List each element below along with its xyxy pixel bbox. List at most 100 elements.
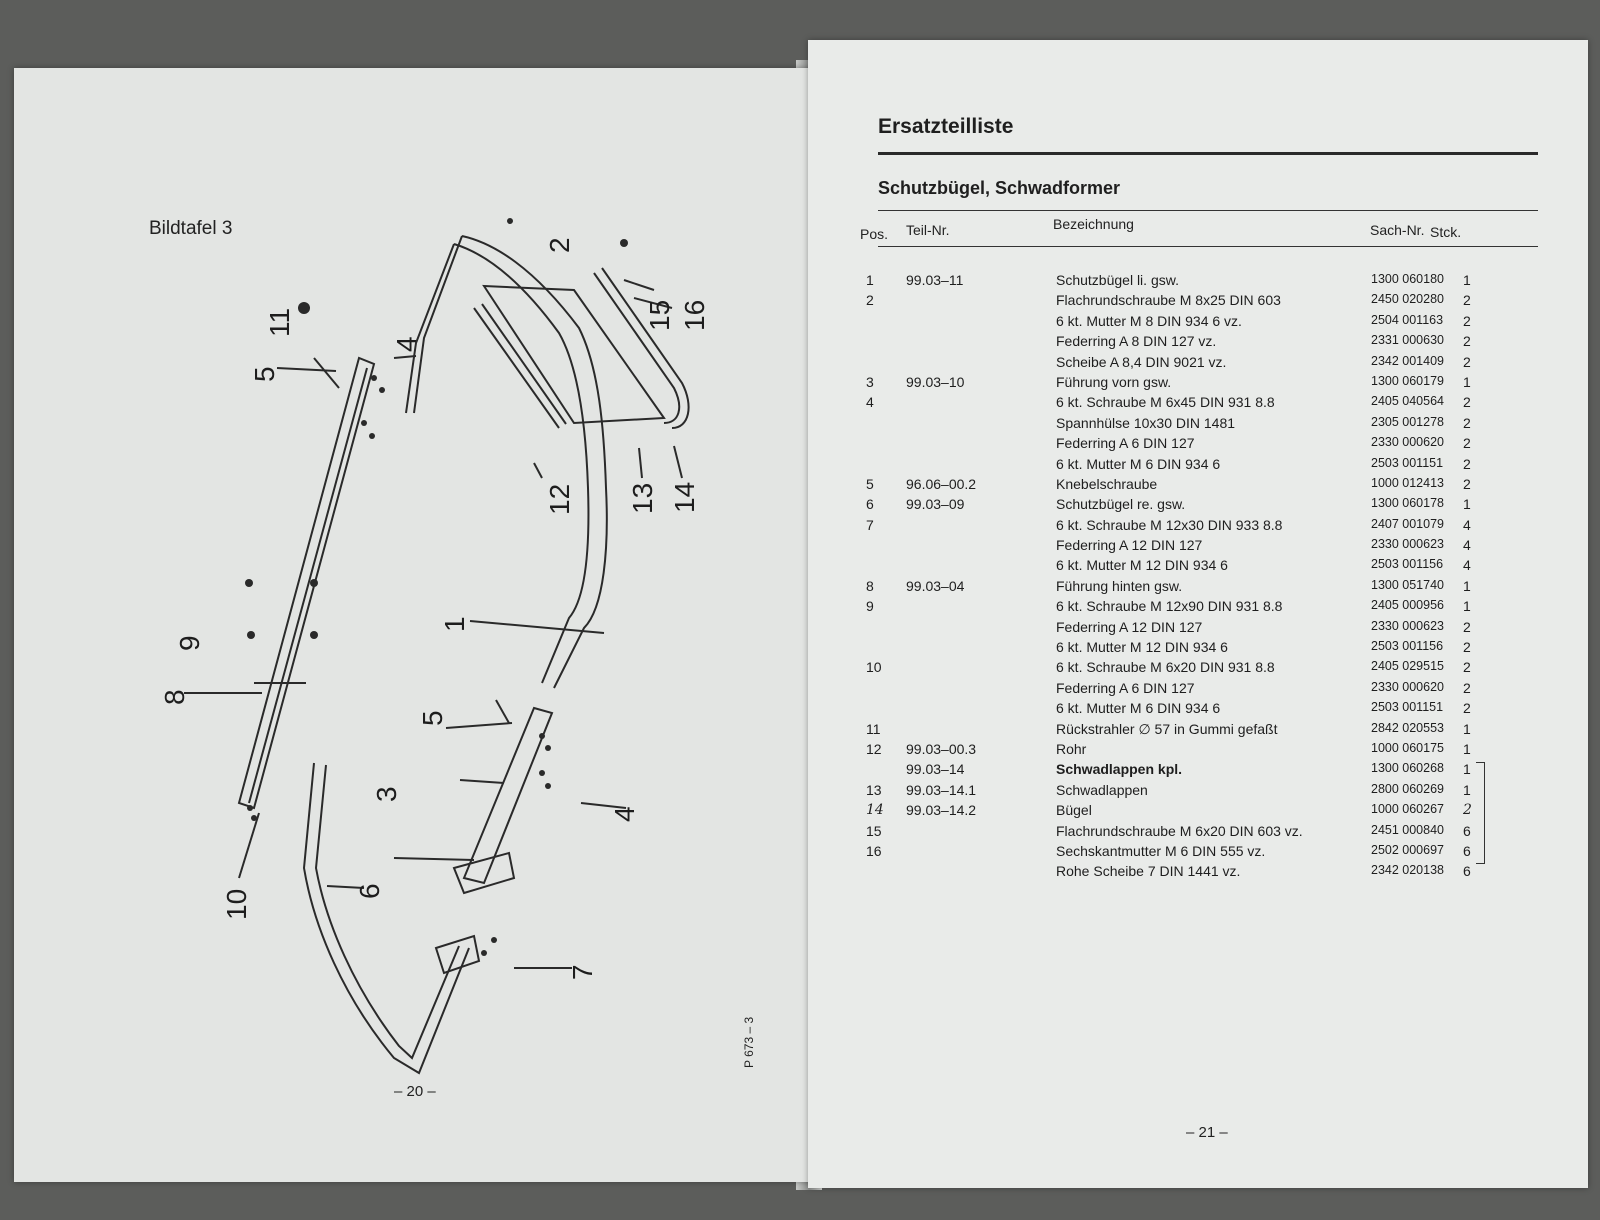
row-bezeichnung: Schutzbügel re. gsw.	[1056, 496, 1186, 513]
row-stck: 4	[1463, 557, 1471, 574]
row-sach-nr: 1300 060268	[1371, 761, 1444, 776]
row-bezeichnung: Spannhülse 10x30 DIN 1481	[1056, 414, 1236, 431]
row-stck: 2	[1463, 414, 1471, 431]
row-bezeichnung: Knebelschraube	[1056, 475, 1158, 492]
row-stck: 1	[1463, 761, 1471, 778]
row-sach-nr: 2503 001156	[1371, 557, 1444, 572]
part-8-rail	[237, 356, 376, 810]
row-sach-nr: 2503 001151	[1371, 700, 1444, 715]
col-header-bezeichnung: Bezeichnung	[1053, 216, 1134, 232]
row-stck: 2	[1463, 679, 1471, 696]
row-pos: 10	[866, 659, 882, 676]
row-teil-nr: 99.03–14.1	[906, 781, 977, 798]
row-sach-nr: 1300 060180	[1371, 272, 1444, 286]
part-5-knob-bolt	[313, 357, 340, 389]
row-teil-nr: 99.03–14	[906, 761, 965, 778]
page-number-right: – 21 –	[1186, 1124, 1228, 1141]
row-stck: 2	[1463, 353, 1471, 370]
row-pos: 11	[866, 720, 881, 737]
page-number-left: – 20 –	[394, 1083, 436, 1100]
row-bezeichnung: Schutzbügel li. gsw.	[1056, 272, 1179, 288]
row-stck: 2	[1463, 435, 1471, 452]
row-bezeichnung: Federring A 12 DIN 127	[1056, 537, 1203, 554]
part-1-tube-inner	[453, 243, 590, 684]
row-bezeichnung: Flachrundschraube M 6x20 DIN 603 vz.	[1056, 822, 1303, 839]
part-13-swath-plate	[482, 284, 666, 425]
parts-table: 1 99.03–11 Schutzbügel li. gsw. 1300 060180…	[808, 272, 1588, 884]
section-subtitle: Schutzbügel, Schwadformer	[878, 178, 1121, 198]
row-pos: 7	[866, 516, 874, 533]
col-header-pos: Pos.	[860, 226, 889, 242]
row-stck: 1	[1463, 496, 1471, 513]
row-sach-nr: 1000 060267	[1371, 802, 1444, 817]
part-label-15: 15	[644, 300, 675, 331]
row-stck: 2	[1463, 802, 1472, 819]
row-stck: 1	[1463, 720, 1471, 737]
part-label-6: 6	[354, 883, 385, 899]
row-sach-nr: 2330 000623	[1371, 618, 1444, 633]
row-sach-nr: 1300 060179	[1371, 373, 1444, 388]
row-sach-nr: 2503 001151	[1371, 455, 1444, 470]
col-header-teil: Teil-Nr.	[906, 222, 950, 238]
header-rule-top	[878, 210, 1538, 211]
row-sach-nr: 2502 000697	[1371, 842, 1444, 857]
row-pos: 4	[866, 394, 874, 411]
part-6-bow	[302, 762, 470, 1075]
col-header-sach: Sach-Nr.	[1370, 222, 1425, 238]
row-stck: 2	[1463, 292, 1471, 309]
part-label-9: 9	[174, 635, 205, 651]
row-bezeichnung: Sechskantmutter M 6 DIN 555 vz.	[1056, 842, 1266, 859]
row-stck: 1	[1463, 598, 1471, 615]
row-stck: 2	[1463, 639, 1471, 656]
row-sach-nr: 2305 001278	[1371, 414, 1444, 429]
row-stck: 2	[1463, 659, 1471, 676]
row-stck: 1	[1463, 577, 1471, 594]
row-bezeichnung: Bügel	[1056, 802, 1092, 819]
row-pos: 15	[866, 822, 882, 839]
row-bezeichnung: 6 kt. Schraube M 12x90 DIN 931 8.8	[1056, 598, 1283, 615]
row-bezeichnung: Federring A 6 DIN 127	[1056, 679, 1195, 696]
row-stck: 2	[1463, 618, 1471, 635]
row-bezeichnung: 6 kt. Mutter M 6 DIN 934 6	[1056, 455, 1221, 472]
row-pos: 3	[866, 373, 874, 390]
part-label-10: 10	[221, 889, 252, 920]
row-bezeichnung: 6 kt. Mutter M 12 DIN 934 6	[1056, 557, 1228, 574]
table-row: Scheibe A 8,4 DIN 9021 vz. 2342 001409 2	[808, 354, 1588, 374]
part-label-5a: 5	[249, 366, 280, 382]
row-sach-nr: 2407 001079	[1371, 516, 1444, 531]
row-pos: 8	[866, 577, 874, 594]
col-header-stck: Stck.	[1430, 224, 1462, 240]
row-stck: 2	[1463, 475, 1471, 492]
part-5-knob-bolt-2	[495, 699, 510, 724]
table-row: 2 Flachrundschraube M 8x25 DIN 603 2450 02…	[808, 292, 1588, 312]
part-label-8: 8	[159, 689, 190, 705]
row-bezeichnung: Scheibe A 8,4 DIN 9021 vz.	[1056, 353, 1227, 370]
row-pos: 9	[866, 598, 874, 615]
row-bezeichnung: Flachrundschraube M 8x25 DIN 603	[1056, 292, 1281, 309]
row-teil-nr: 99.03–04	[906, 577, 965, 594]
row-teil-nr: 99.03–11	[906, 272, 964, 288]
row-sach-nr: 2451 000840	[1371, 822, 1444, 837]
part-label-13: 13	[627, 483, 658, 514]
row-bezeichnung: 6 kt. Schraube M 6x45 DIN 931 8.8	[1056, 394, 1275, 411]
row-sach-nr: 2330 000620	[1371, 435, 1444, 450]
row-sach-nr: 2342 001409	[1371, 353, 1444, 368]
left-page: Bildtafel 3	[14, 68, 814, 1182]
row-sach-nr: 2450 020280	[1371, 292, 1444, 307]
page-title: Ersatzteilliste	[878, 115, 1014, 138]
